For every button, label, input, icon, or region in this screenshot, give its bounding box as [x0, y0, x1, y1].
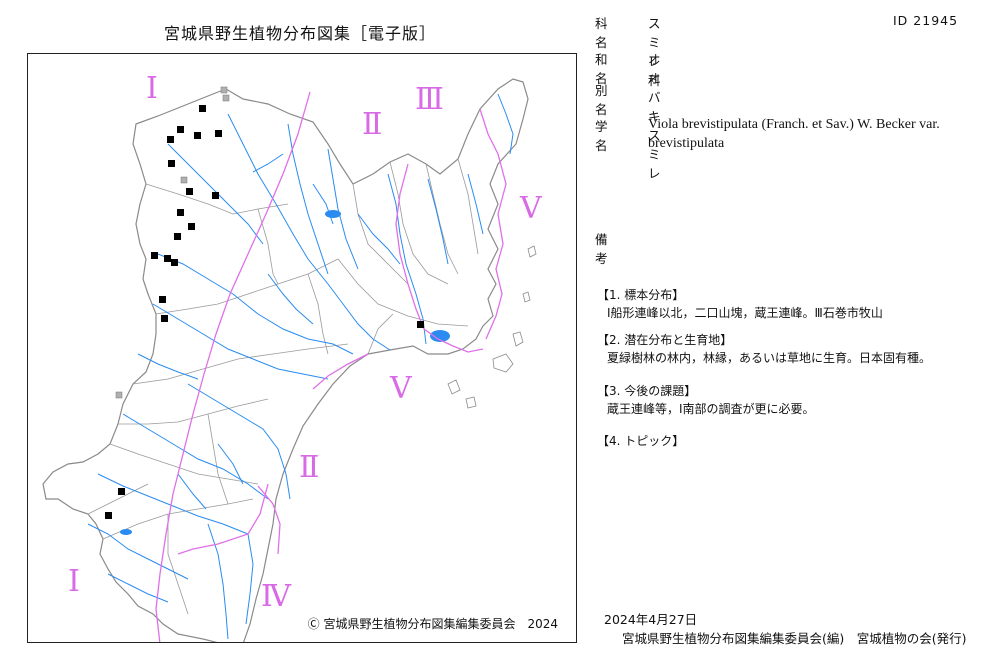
section-body: 蔵王連峰等，Ⅰ南部の調査が更に必要。 — [607, 402, 815, 416]
zone-label-1-north: Ⅰ — [146, 71, 158, 106]
publish-date: 2024年4月27日 — [604, 612, 698, 627]
specimen-marker — [212, 192, 219, 199]
prefecture-map-svg — [42, 78, 537, 642]
japanese-name-label: 和 名 — [595, 52, 649, 86]
specimen-marker — [105, 512, 112, 519]
specimen-marker — [215, 130, 222, 137]
section-heading: 【4. トピック】 — [597, 434, 685, 448]
map-copyright: Ⓒ 宮城県野生植物分布図集編集委員会 2024 — [307, 617, 558, 631]
zone-label-5-coast: Ⅴ — [390, 371, 412, 406]
specimen-marker — [177, 209, 184, 216]
species-id: ID 21945 — [893, 13, 959, 28]
specimen-marker — [177, 126, 184, 133]
specimen-marker — [194, 132, 201, 139]
alias-label: 別 名 — [595, 83, 649, 117]
zone-label-2-north: Ⅱ — [362, 107, 383, 142]
section-potential-distribution: 【2. 潜在分布と生育地】 夏緑樹林の林内，林縁，あるいは草地に生育。日本固有種… — [597, 331, 931, 367]
family-value: スミレ科 — [648, 16, 661, 88]
specimen-marker — [171, 259, 178, 266]
zone-boundaries — [155, 91, 507, 642]
scientific-name-value: Viola brevistipulata (Franch. et Sav.) W… — [648, 117, 940, 151]
section-body: Ⅰ船形連峰以北，二口山塊，蔵王連峰。Ⅲ石巻市牧山 — [607, 306, 883, 320]
section-topic: 【4. トピック】 — [597, 432, 684, 450]
distribution-map: Ⅰ Ⅱ Ⅲ Ⅴ Ⅴ Ⅱ Ⅰ Ⅳ Ⓒ 宮城県野生植物分布図集編集委員会 2024 — [27, 53, 577, 643]
uncertain-marker — [180, 176, 188, 184]
section-heading: 【3. 今後の課題】 — [597, 384, 697, 398]
specimen-marker — [151, 252, 158, 259]
specimen-marker — [118, 488, 125, 495]
lakes — [120, 210, 450, 535]
section-specimen-distribution: 【1. 標本分布】 Ⅰ船形連峰以北，二口山塊，蔵王連峰。Ⅲ石巻市牧山 — [597, 286, 883, 322]
river-network — [87, 93, 514, 640]
zone-label-3: Ⅲ — [415, 82, 444, 117]
specimen-marker — [186, 188, 193, 195]
uncertain-markers — [115, 86, 230, 399]
specimen-marker — [199, 105, 206, 112]
specimen-marker — [159, 296, 166, 303]
uncertain-marker — [115, 391, 123, 399]
specimen-markers — [105, 105, 424, 519]
japanese-name-value: オオバキスミレ — [648, 52, 661, 181]
specimen-marker — [174, 233, 181, 240]
specimen-marker — [417, 321, 424, 328]
prefecture-outline — [42, 78, 529, 642]
specimen-marker — [188, 223, 195, 230]
section-heading: 【2. 潜在分布と生育地】 — [597, 333, 733, 347]
family-label: 科 名 — [595, 16, 649, 50]
zone-label-2-south: Ⅱ — [299, 450, 320, 485]
uncertain-marker — [220, 86, 228, 94]
specimen-marker — [167, 136, 174, 143]
zone-label-4: Ⅳ — [261, 579, 291, 614]
coastal-islands — [447, 245, 537, 409]
specimen-marker — [161, 315, 168, 322]
page-title: 宮城県野生植物分布図集［電子版］ — [163, 24, 436, 43]
uncertain-marker — [222, 94, 230, 102]
zone-label-5-east: Ⅴ — [520, 191, 542, 226]
scientific-name-label: 学 名 — [595, 119, 649, 153]
publisher-credit: 宮城県野生植物分布図集編集委員会(編) 宮城植物の会(発行) — [622, 631, 967, 646]
specimen-marker — [168, 160, 175, 167]
section-heading: 【1. 標本分布】 — [597, 288, 685, 302]
specimen-marker — [164, 255, 171, 262]
remarks-label: 備 考 — [595, 232, 649, 266]
section-body: 夏緑樹林の林内，林縁，あるいは草地に生育。日本固有種。 — [607, 351, 932, 365]
section-future-issues: 【3. 今後の課題】 蔵王連峰等，Ⅰ南部の調査が更に必要。 — [597, 382, 815, 418]
zone-label-1-south: Ⅰ — [68, 564, 80, 599]
